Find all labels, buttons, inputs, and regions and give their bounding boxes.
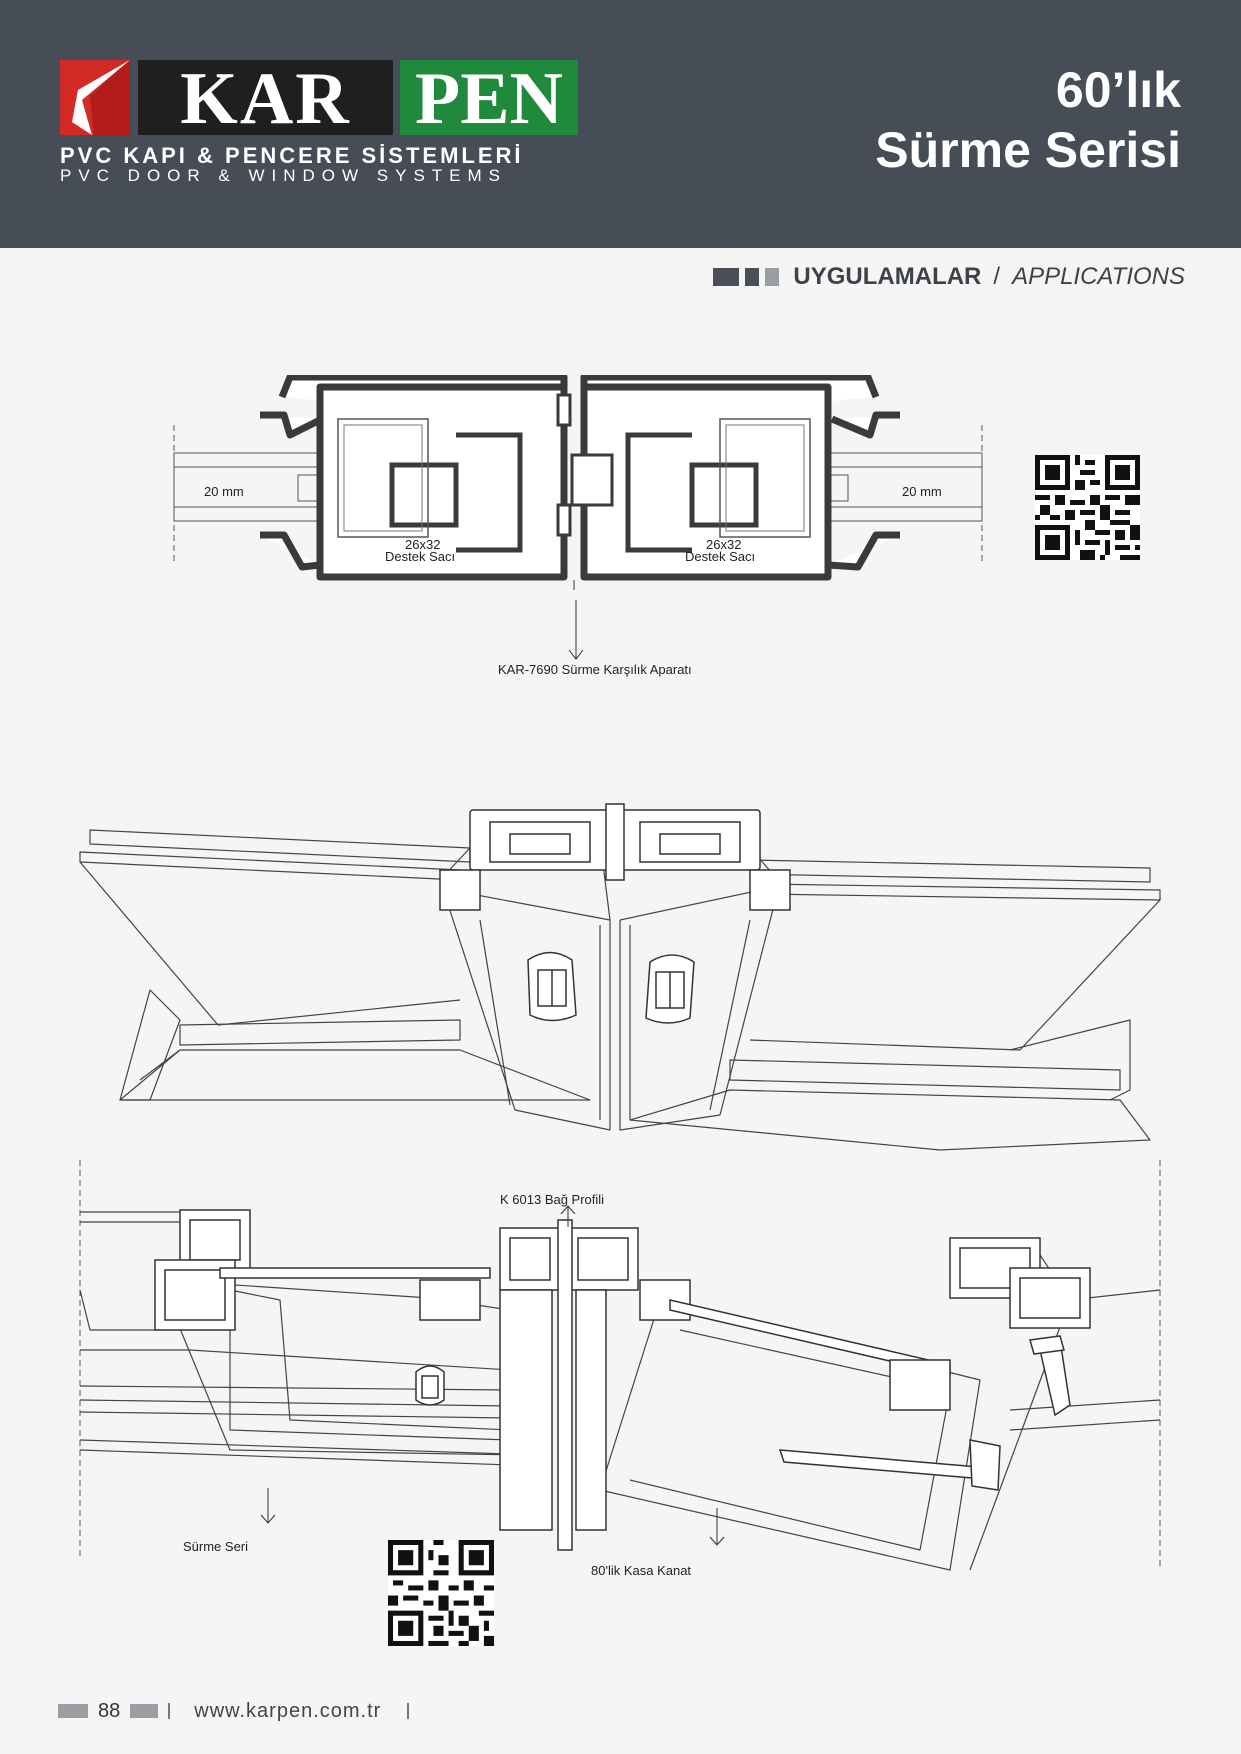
qr-code-icon (388, 1540, 494, 1646)
steel-right-name: Destek Sacı (685, 549, 756, 564)
logo-mark-icon (60, 60, 130, 135)
footer-marker (130, 1704, 159, 1718)
arrow-down-icon (709, 1508, 725, 1546)
glass-right-label: 20 mm (902, 484, 942, 499)
footer-marker (58, 1704, 88, 1718)
section-marker (745, 268, 760, 286)
footer-divider (407, 1703, 410, 1719)
logo-pen: PEN (400, 60, 578, 138)
title-line2: Sürme Serisi (875, 122, 1181, 178)
tagline-en: PVC DOOR & WINDOW SYSTEMS (60, 166, 508, 185)
arrow-down-icon (560, 1205, 576, 1227)
tagline-tr: PVC KAPI & PENCERE SİSTEMLERİ (60, 143, 524, 168)
logo-kar: KAR (138, 60, 393, 138)
section-separator: / (993, 263, 1001, 290)
website-link[interactable]: www.karpen.com.tr (194, 1699, 382, 1722)
section-marker (765, 268, 780, 286)
page-footer: 88 www.karpen.com.tr (58, 1696, 410, 1726)
arrow-down-icon (260, 1488, 276, 1524)
page-number: 88 (98, 1699, 121, 1722)
qr-code-icon (1035, 455, 1140, 560)
footer-divider (168, 1703, 171, 1719)
section-marker (713, 268, 740, 286)
section-title-en: APPLICATIONS (1012, 263, 1185, 290)
left-series-label: Sürme Seri (183, 1539, 249, 1554)
steel-left-name: Destek Sacı (385, 549, 456, 564)
steel-left-size: 26x32 (405, 537, 441, 552)
steel-right-size: 26x32 (706, 537, 742, 552)
right-series-label: 80'lik Kasa Kanat (591, 1563, 692, 1578)
sliding-door-perspective (79, 803, 1161, 1151)
connector-label: K 6013 Bağ Profili (500, 1192, 605, 1207)
glass-left-label: 20 mm (204, 484, 244, 499)
section-heading: UYGULAMALAR / APPLICATIONS (713, 262, 1185, 292)
arrow-down-icon (568, 600, 584, 660)
title-line1: 60’lık (1055, 62, 1181, 118)
profile-cross-section (173, 375, 983, 590)
adapter-label: KAR-7690 Sürme Karşılık Aparatı (498, 662, 692, 677)
page-header: KAR PEN PVC KAPI & PENCERE SİSTEMLERİ PV… (0, 0, 1241, 248)
page-title: 60’lık Sürme Serisi (875, 60, 1181, 180)
section-title-tr: UYGULAMALAR (793, 263, 982, 290)
combined-system-perspective (79, 1160, 1161, 1571)
